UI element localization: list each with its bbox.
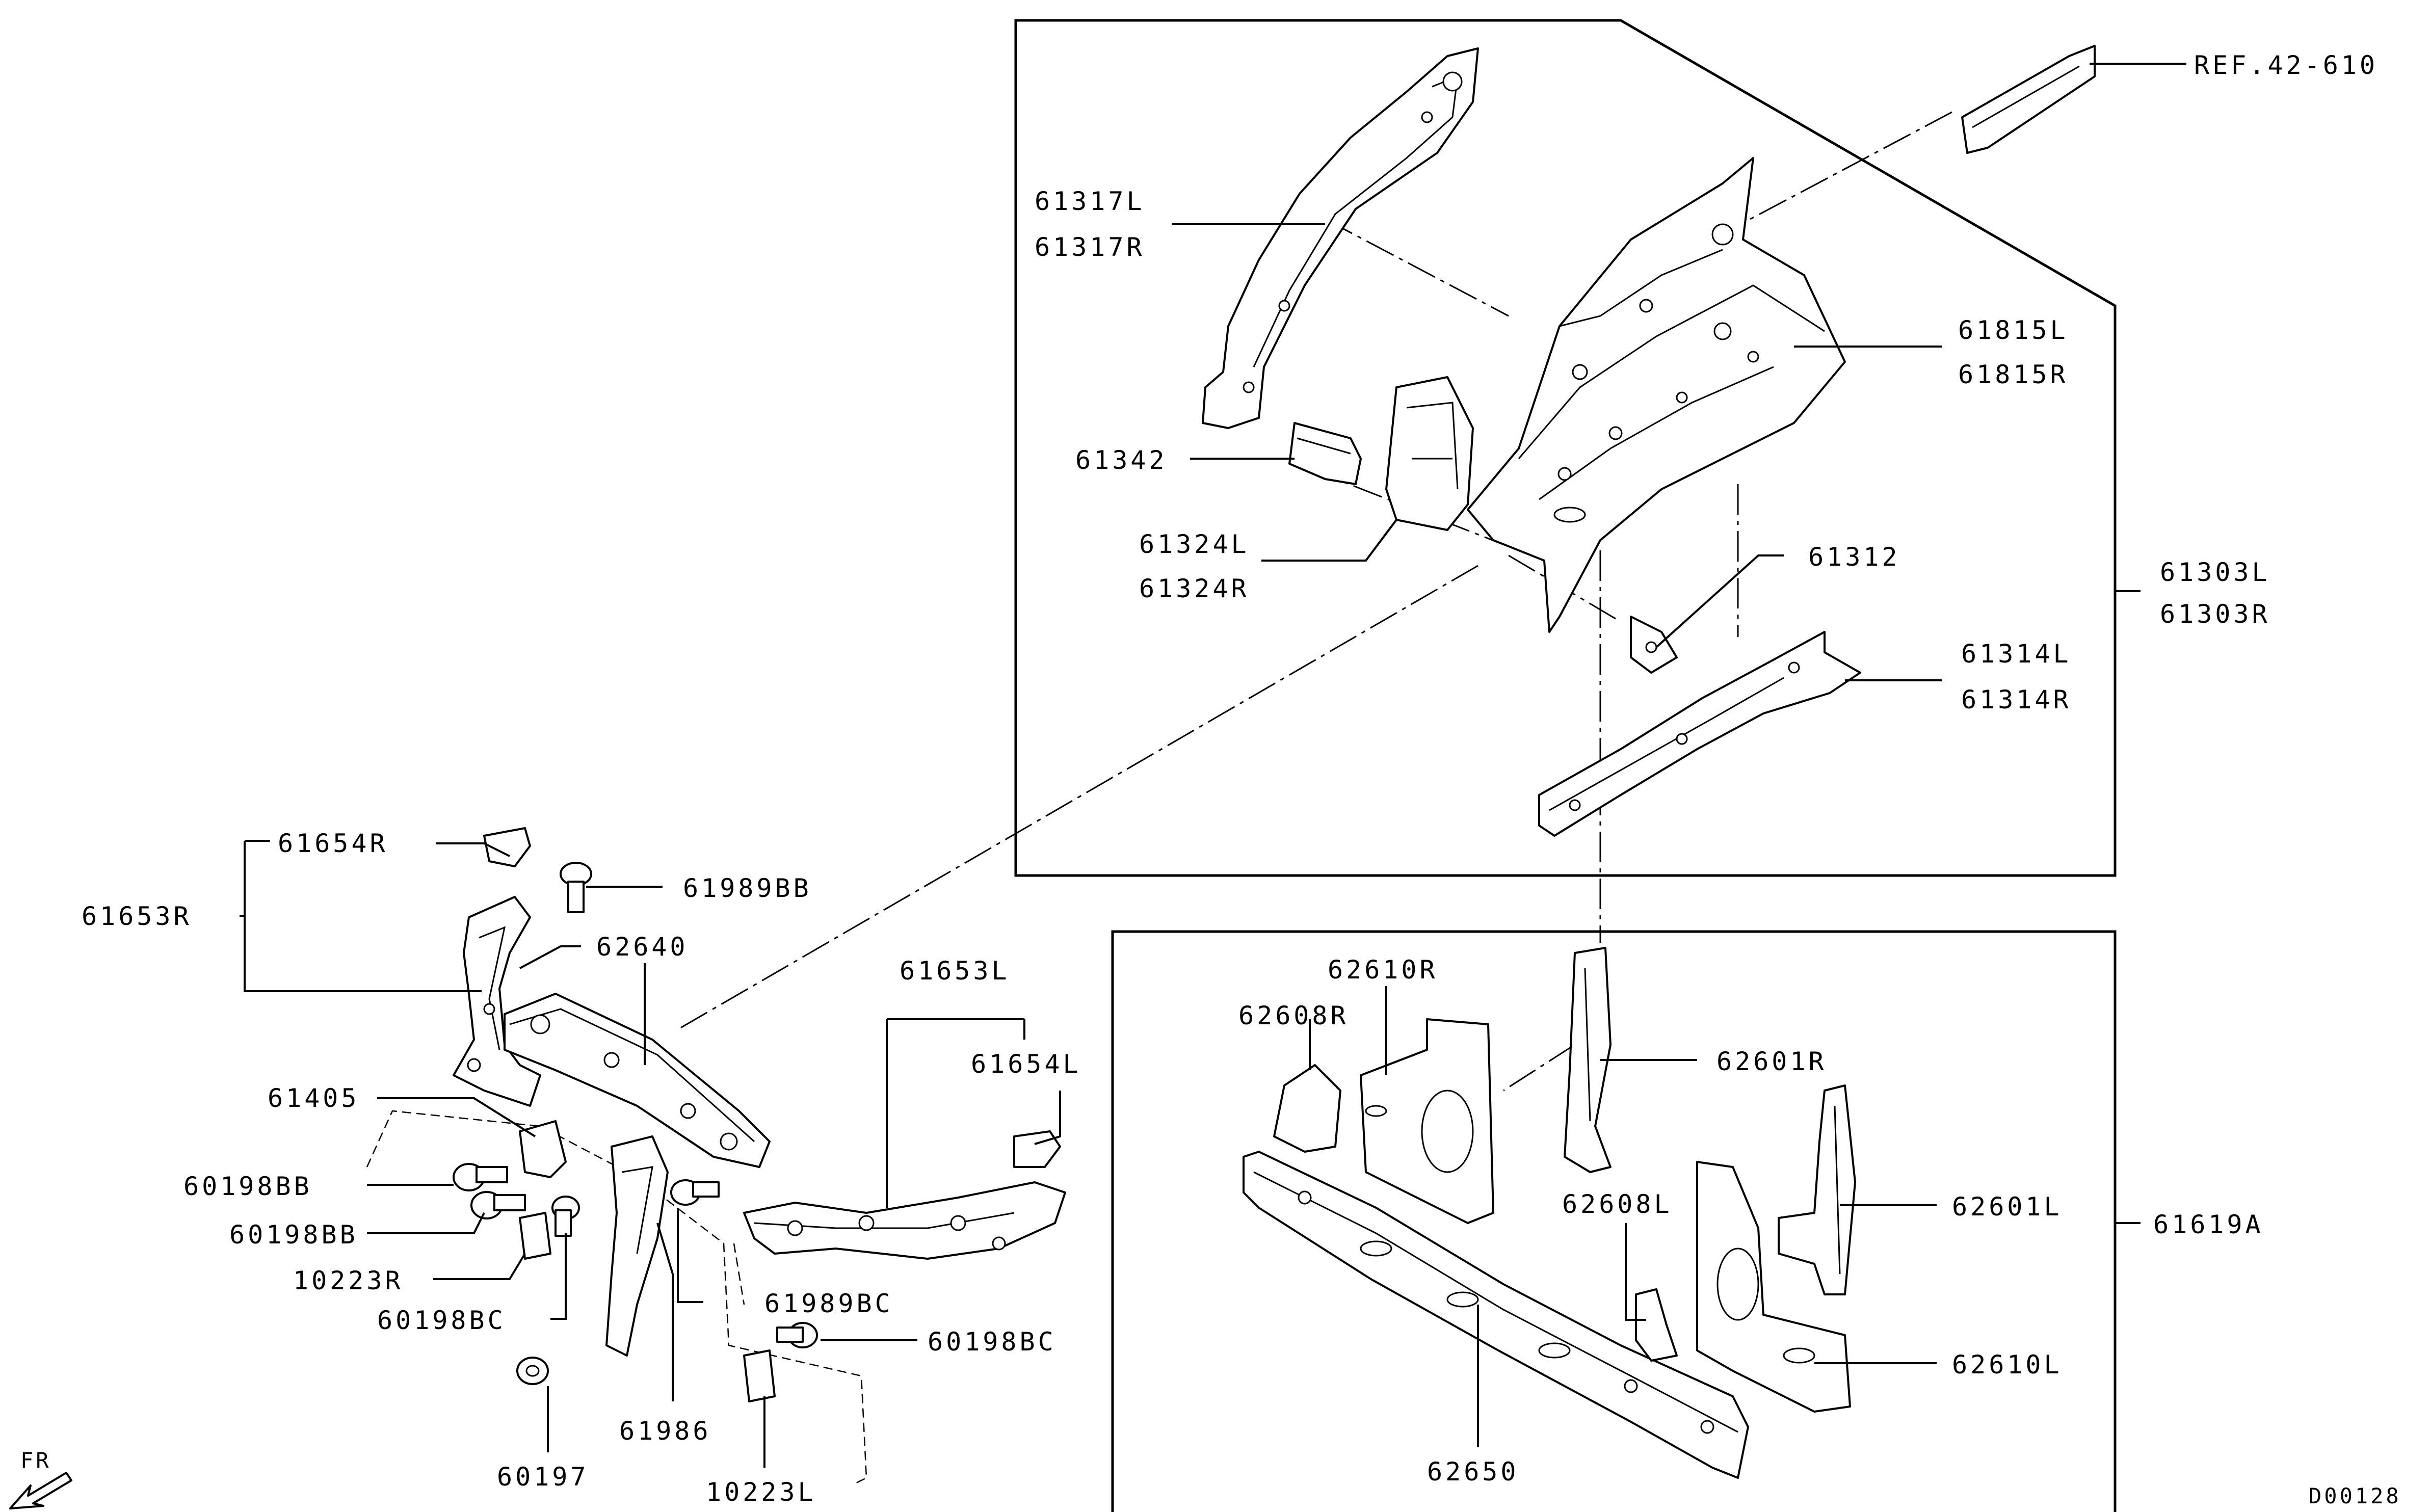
callout-60198BC-a: 60198BC bbox=[377, 1306, 506, 1335]
callout-62601R: 62601R bbox=[1716, 1047, 1827, 1076]
part-62650-lower-support bbox=[1243, 1151, 1749, 1479]
part-61405-bracket bbox=[519, 1120, 567, 1178]
callout-61619A: 61619A bbox=[2153, 1210, 2264, 1239]
part-61653R-side-rail bbox=[453, 896, 541, 1107]
callout-61989BC: 61989BC bbox=[764, 1289, 893, 1318]
callout-62608L: 62608L bbox=[1562, 1189, 1673, 1219]
callout-62601L: 62601L bbox=[1952, 1192, 2063, 1222]
callout-61654R: 61654R bbox=[278, 829, 388, 858]
callout-62608R: 62608R bbox=[1238, 1001, 1349, 1030]
part-ref-42-610-member bbox=[1961, 45, 2096, 154]
part-10223L-bracket bbox=[743, 1349, 776, 1402]
callout-61986: 61986 bbox=[619, 1416, 711, 1446]
part-62601L-upper-bar bbox=[1778, 1084, 1856, 1295]
part-62601R-upper-bar bbox=[1564, 947, 1612, 1173]
callout-62640: 62640 bbox=[596, 932, 689, 962]
part-61654L-plate bbox=[1013, 1130, 1061, 1168]
part-61312-bracket bbox=[1630, 616, 1678, 674]
part-62608L-bracket bbox=[1635, 1288, 1678, 1362]
part-61815-apron-panel bbox=[1467, 157, 1846, 633]
callout-61324L: 61324L bbox=[1139, 529, 1250, 559]
callout-ref-42-610: REF.42-610 bbox=[2194, 50, 2378, 80]
callout-60197: 60197 bbox=[497, 1462, 589, 1492]
part-10223R-bracket bbox=[519, 1212, 551, 1260]
callout-61317R: 61317R bbox=[1035, 232, 1145, 262]
callout-61324R: 61324R bbox=[1139, 574, 1250, 603]
bolt-60198BC-a bbox=[551, 1196, 580, 1237]
callout-60198BB-a: 60198BB bbox=[183, 1172, 312, 1201]
part-61314-frame-member bbox=[1538, 631, 1861, 837]
callout-61314R: 61314R bbox=[1961, 685, 2072, 714]
part-61654R-plate bbox=[483, 827, 531, 867]
callout-61654L: 61654L bbox=[971, 1049, 1081, 1079]
part-61986-bracket bbox=[605, 1135, 669, 1357]
callout-60198BB-b: 60198BB bbox=[229, 1220, 358, 1250]
callout-10223R: 10223R bbox=[293, 1266, 404, 1295]
bolt-61989BC bbox=[670, 1179, 720, 1206]
callout-61342: 61342 bbox=[1075, 445, 1168, 475]
part-61324-gusset bbox=[1385, 376, 1474, 531]
nut-60197 bbox=[516, 1357, 549, 1385]
bolt-60198BC-b bbox=[776, 1322, 818, 1348]
part-62610R-side-panel bbox=[1360, 1018, 1494, 1224]
callout-61815L: 61815L bbox=[1958, 315, 2069, 345]
part-62640-cross-member bbox=[504, 993, 771, 1168]
part-61342-bracket bbox=[1288, 422, 1362, 485]
part-61317-apron-arm bbox=[1202, 47, 1479, 429]
part-62610L-side-panel bbox=[1696, 1161, 1851, 1413]
callout-62610R: 62610R bbox=[1328, 955, 1438, 985]
bolt-60198BB-b bbox=[470, 1191, 526, 1219]
callout-62650: 62650 bbox=[1427, 1457, 1519, 1487]
bolt-61989BB bbox=[560, 862, 592, 913]
callout-60198BC-b: 60198BC bbox=[928, 1327, 1056, 1357]
callout-61303L: 61303L bbox=[2160, 558, 2270, 587]
callout-61989BB: 61989BB bbox=[683, 873, 812, 903]
bolt-60198BB-a bbox=[453, 1163, 508, 1191]
alignment-lines bbox=[677, 111, 1952, 1092]
callout-10223L: 10223L bbox=[706, 1477, 816, 1507]
callout-61653R: 61653R bbox=[82, 901, 192, 931]
background-body-outline bbox=[366, 1110, 867, 1484]
callout-61314L: 61314L bbox=[1961, 639, 2072, 669]
callout-62610L: 62610L bbox=[1952, 1350, 2063, 1380]
part-61653L-side-rail bbox=[743, 1181, 1066, 1260]
front-direction-label: FR bbox=[20, 1448, 51, 1473]
callout-61815R: 61815R bbox=[1958, 360, 2069, 389]
leader-lines bbox=[240, 63, 2186, 1468]
part-62608R-bracket bbox=[1273, 1064, 1341, 1153]
callout-61303R: 61303R bbox=[2160, 599, 2270, 629]
callout-61317L: 61317L bbox=[1035, 187, 1145, 216]
callout-61312: 61312 bbox=[1808, 542, 1900, 572]
callout-61405: 61405 bbox=[268, 1083, 360, 1113]
callout-61653L: 61653L bbox=[900, 956, 1010, 986]
front-direction-arrow-icon bbox=[9, 1472, 72, 1509]
drawing-code: D00128 bbox=[2309, 1483, 2401, 1508]
